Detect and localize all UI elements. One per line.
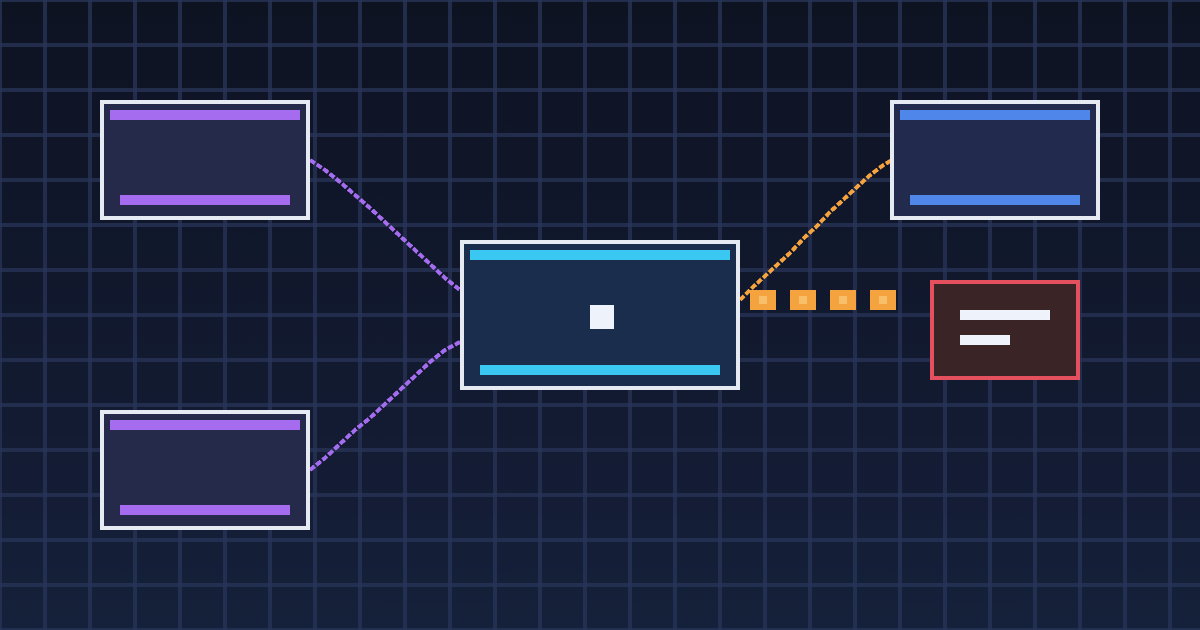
edge-hub-to-out [738, 158, 894, 302]
dash-block [790, 290, 816, 310]
edge-src-bottom-to-hub [308, 340, 461, 472]
alert-node[interactable] [930, 280, 1080, 380]
dash-block [870, 290, 896, 310]
node-footer-bar [480, 365, 720, 375]
text-line [960, 310, 1050, 320]
dash-block [830, 290, 856, 310]
dash-block [750, 290, 776, 310]
edge-src-top-to-hub [308, 158, 462, 292]
node-footer-bar [910, 195, 1080, 205]
text-line [960, 335, 1010, 345]
hub-node[interactable] [460, 240, 740, 390]
source-node-bottom[interactable] [100, 410, 310, 530]
node-footer-bar [120, 505, 290, 515]
node-header-bar [900, 110, 1090, 120]
node-header-bar [110, 110, 300, 120]
node-header-bar [110, 420, 300, 430]
node-footer-bar [120, 195, 290, 205]
output-node[interactable] [890, 100, 1100, 220]
node-header-bar [470, 250, 730, 260]
square-icon [590, 305, 614, 329]
source-node-top[interactable] [100, 100, 310, 220]
